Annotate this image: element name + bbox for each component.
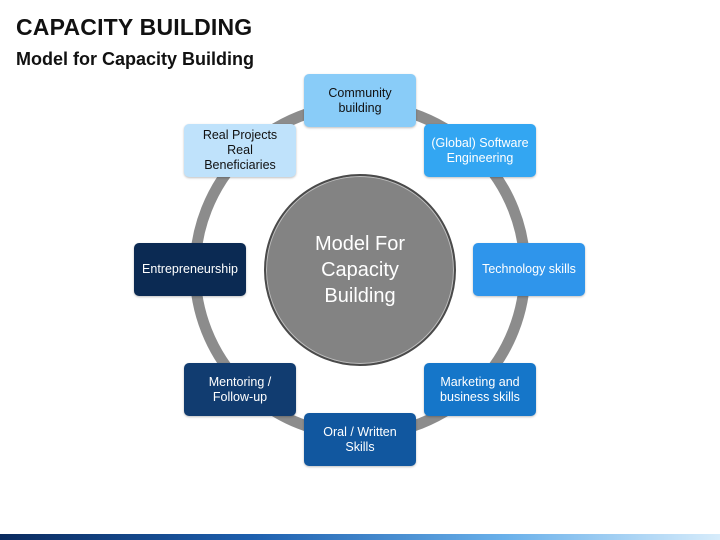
node-marketing-business-skills: Marketing and business skills	[424, 363, 536, 416]
node-community-building: Community building	[304, 74, 416, 127]
node-mentoring-follow-up: Mentoring / Follow-up	[184, 363, 296, 416]
node-label: Marketing and business skills	[440, 374, 520, 404]
node-label: Mentoring / Follow-up	[208, 374, 272, 404]
node-label: (Global) Software Engineering	[431, 135, 529, 165]
page-subtitle: Model for Capacity Building	[16, 49, 255, 69]
node-technology-skills: Technology skills	[473, 243, 585, 296]
bottom-accent-bar	[0, 534, 720, 540]
node-label: Technology skills	[482, 262, 576, 276]
center-circle: Model For Capacity Building	[264, 174, 456, 366]
node-oral-written-skills: Oral / Written Skills	[304, 413, 416, 466]
node-label: Oral / Written Skills	[323, 424, 397, 454]
page-title: CAPACITY BUILDING	[16, 14, 253, 40]
node-label: Entrepreneurship	[142, 262, 238, 276]
node-label: Community building	[328, 85, 392, 115]
node-label: Real Projects Real Beneficiaries	[202, 128, 278, 172]
center-label: Model For Capacity Building	[314, 233, 406, 307]
node-global-software-engineering: (Global) Software Engineering	[424, 124, 536, 177]
node-real-projects-real-beneficiaries: Real Projects Real Beneficiaries	[184, 124, 296, 177]
node-entrepreneurship: Entrepreneurship	[134, 243, 246, 296]
